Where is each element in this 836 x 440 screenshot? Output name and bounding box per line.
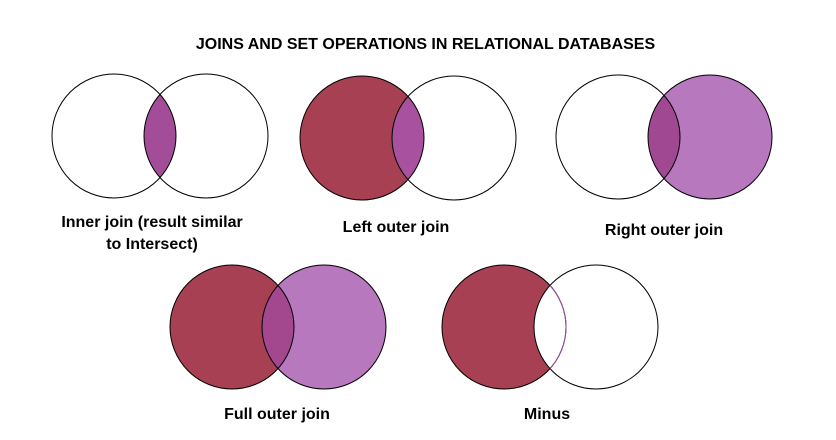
right-circle-outline [391, 75, 517, 201]
right-circle-fill [262, 265, 386, 389]
venn-label-line: Full outer join [224, 406, 330, 423]
right-circle-outline [533, 264, 659, 390]
venn-circles-full-outer-join [169, 264, 387, 390]
left-circle-fill [556, 75, 680, 199]
left-circle-fill [442, 265, 566, 389]
page-title: JOINS AND SET OPERATIONS IN RELATIONAL D… [195, 36, 656, 53]
left-circle-outline [169, 264, 295, 390]
venn-label-line: to Intersect) [106, 236, 198, 253]
intersection-arc [534, 265, 567, 389]
left-circle-fill [52, 74, 176, 198]
left-circle-outline [555, 74, 681, 200]
left-circle-fill [300, 76, 424, 200]
right-circle-fill [392, 76, 516, 200]
right-circle-outline [143, 73, 269, 199]
venn-circles-inner-join [51, 73, 269, 199]
left-circle-fill [170, 265, 294, 389]
left-circle-outline [299, 75, 425, 201]
venn-circles-left-outer-join [299, 75, 517, 201]
venn-label-left-outer-join: Left outer join [343, 217, 450, 239]
left-circle-outline [51, 73, 177, 199]
venn-circles-minus [441, 264, 659, 390]
venn-label-line: Right outer join [604, 222, 724, 239]
right-circle-fill [534, 265, 658, 389]
right-circle-fill [648, 75, 772, 199]
venn-label-full-outer-join: Full outer join [224, 404, 330, 426]
venn-label-minus: Minus [524, 404, 570, 426]
venn-left-outer-join: Left outer join [298, 74, 518, 236]
right-circle-outline [261, 264, 387, 390]
venn-label-line: Inner join (result similar [61, 214, 243, 231]
venn-full-outer-join: Full outer join [168, 263, 388, 423]
venn-minus: Minus [440, 263, 660, 423]
venn-right-outer-join: Right outer join [554, 73, 774, 239]
venn-label-line: Left outer join [342, 219, 450, 236]
right-circle-outline [647, 74, 773, 200]
venn-label-right-outer-join: Right outer join [605, 220, 723, 242]
right-circle-fill [144, 74, 268, 198]
venn-circles-right-outer-join [555, 74, 773, 200]
venn-label-inner-join: Inner join (result similar to Intersect) [61, 212, 242, 256]
venn-label-line: Minus [523, 406, 571, 423]
venn-inner-join: Inner join (result similar to Intersect) [50, 72, 270, 253]
